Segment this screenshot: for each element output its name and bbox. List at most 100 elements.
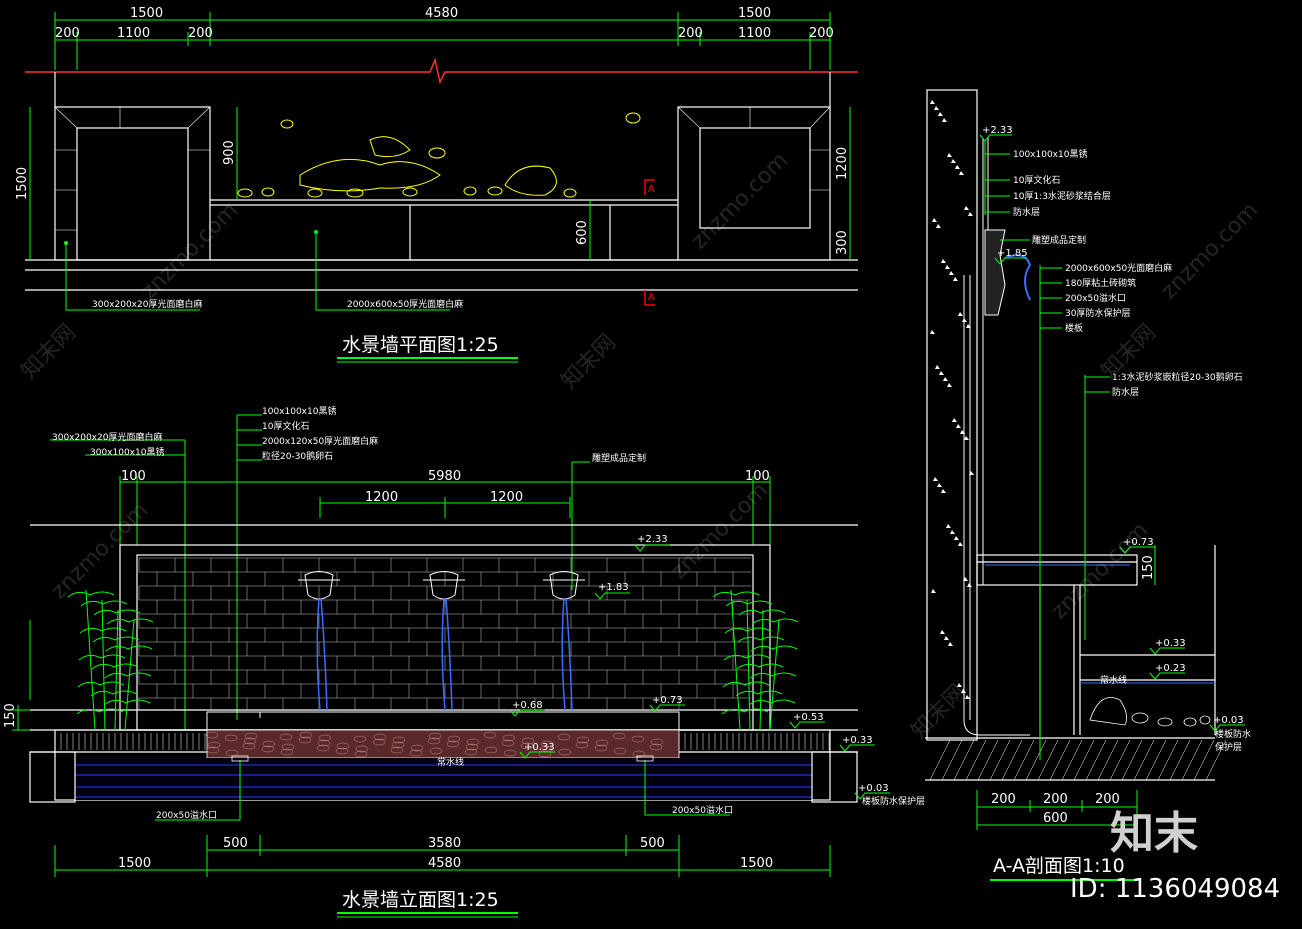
sec-label-upper-0: 100x100x10黑锈 xyxy=(1013,148,1087,160)
sec-label-sculpture: 雕塑成品定制 xyxy=(1032,234,1086,246)
pebble xyxy=(428,732,442,740)
plan-wall-line xyxy=(25,57,858,85)
concrete-aggregate xyxy=(955,165,960,169)
section-mark-a-top-label: A xyxy=(648,184,655,195)
plan-dim-200-a: 200 xyxy=(55,26,80,41)
bamboo-leaf xyxy=(67,591,115,598)
pebble xyxy=(279,733,293,741)
slab-hatch-line xyxy=(1073,739,1095,781)
plan-dimensions-side xyxy=(29,107,851,260)
pebble xyxy=(372,738,386,746)
bamboo-leaf xyxy=(725,600,773,607)
concrete-aggregate xyxy=(964,436,969,440)
section-title: A-A剖面图1:10 xyxy=(993,855,1125,877)
plan-dim-200-b: 200 xyxy=(188,26,213,41)
watermark-id: ID: 1136049084 xyxy=(1070,874,1280,904)
sec-dim-200-c: 200 xyxy=(1095,792,1120,807)
bamboo-leaf xyxy=(91,663,139,670)
concrete-aggregate xyxy=(935,365,940,369)
bamboo-leaf xyxy=(106,618,154,625)
sec-bottom-note-2: 保护层 xyxy=(1215,741,1242,753)
sec-label-mid-3: 30厚防水保护层 xyxy=(1065,307,1130,319)
pebble xyxy=(318,734,332,742)
sec-level-073: +0.73 xyxy=(1123,537,1154,548)
bamboo-leaf xyxy=(104,672,152,679)
slab-hatch-line xyxy=(953,739,975,781)
bamboo-leaf xyxy=(103,699,151,706)
plan-rocks xyxy=(237,112,641,198)
plan-dim-1100-a: 1100 xyxy=(117,26,150,41)
slab-hatch-line xyxy=(1193,739,1215,781)
elevation-drain-leaders xyxy=(155,760,730,821)
elevation-dimensions-bottom xyxy=(54,835,831,877)
concrete-aggregate xyxy=(938,112,943,116)
bamboo-leaf xyxy=(750,645,798,652)
elevation-railing xyxy=(54,733,830,750)
elev-dim-150: 150 xyxy=(3,703,18,728)
plan-dim-200-c: 200 xyxy=(678,26,703,41)
concrete-aggregate xyxy=(946,524,951,528)
elevation-water-jets xyxy=(316,597,573,711)
sec-label-mid-1: 180厚粘土砖砌筑 xyxy=(1065,277,1136,289)
concrete-aggregate xyxy=(940,630,945,634)
bamboo-leaf xyxy=(723,654,771,661)
bamboo-leaf xyxy=(712,591,760,598)
section-mark-a-top xyxy=(644,179,655,195)
concrete-aggregate xyxy=(941,489,946,493)
elevation-view: 300x200x20厚光面磨白麻 300x100x10黑锈 100x100x10… xyxy=(3,405,925,918)
sec-dim-600: 600 xyxy=(1043,811,1068,826)
elevation-dimensions-top xyxy=(119,476,771,545)
pebble xyxy=(390,746,404,754)
slab-hatch-line xyxy=(1097,739,1119,781)
section-concrete-texture xyxy=(930,100,974,699)
slab-hatch-line xyxy=(1013,739,1035,781)
bamboo-leaf xyxy=(749,672,797,679)
watermark-cn-2: 知末网 xyxy=(557,330,621,394)
plan-dim-1100-b: 1100 xyxy=(738,26,771,41)
watermark-logo: 知末 xyxy=(1110,808,1198,859)
concrete-aggregate xyxy=(964,206,969,210)
bamboo-leaf xyxy=(93,609,141,616)
concrete-aggregate xyxy=(948,642,953,646)
section-dimensions-bottom xyxy=(976,790,1138,830)
pebble xyxy=(299,731,313,739)
slab-hatch-line xyxy=(1133,739,1155,781)
elev-level-073: +0.73 xyxy=(652,695,683,706)
slab-hatch-line xyxy=(965,739,987,781)
plan-dim-4580: 4580 xyxy=(425,6,458,21)
plan-view: 1500 4580 1500 200 1100 200 200 1100 200 xyxy=(15,6,858,363)
pebble xyxy=(335,747,349,755)
plan-dim-1500-right: 1500 xyxy=(738,6,771,21)
pebble xyxy=(631,735,645,743)
slab-hatch-line xyxy=(1001,739,1023,781)
watermark-5: znzmo.com xyxy=(687,148,793,254)
elev-drain-right xyxy=(636,755,654,762)
pebble xyxy=(353,735,367,743)
pebble xyxy=(612,732,626,740)
sec-level-233: +2.33 xyxy=(982,125,1013,136)
pebble xyxy=(521,737,535,745)
slab-hatch-line xyxy=(977,739,999,781)
section-pool xyxy=(925,545,1216,781)
concrete-aggregate xyxy=(957,683,962,687)
pebble xyxy=(594,744,608,752)
pebble xyxy=(613,747,627,755)
concrete-aggregate xyxy=(933,477,938,481)
elevation-sculptures xyxy=(298,571,585,600)
pebble xyxy=(392,736,406,744)
pebble xyxy=(465,743,479,751)
pebble xyxy=(503,749,517,757)
plan-dimensions-top xyxy=(54,12,831,70)
concrete-aggregate xyxy=(965,695,970,699)
sec-label-pool-0: 1:3水泥砂浆嵌粒径20-30鹅卵石 xyxy=(1112,371,1243,383)
bamboo-leaf xyxy=(748,699,796,706)
concrete-aggregate xyxy=(951,159,956,163)
pebble xyxy=(316,744,330,752)
pebble xyxy=(576,736,590,744)
elev-dim-100-left: 100 xyxy=(121,469,146,484)
concrete-aggregate xyxy=(958,312,963,316)
elev-level-053: +0.53 xyxy=(793,712,824,723)
sec-label-mid-4: 楼板 xyxy=(1065,322,1083,334)
bamboo-leaf xyxy=(724,627,772,634)
